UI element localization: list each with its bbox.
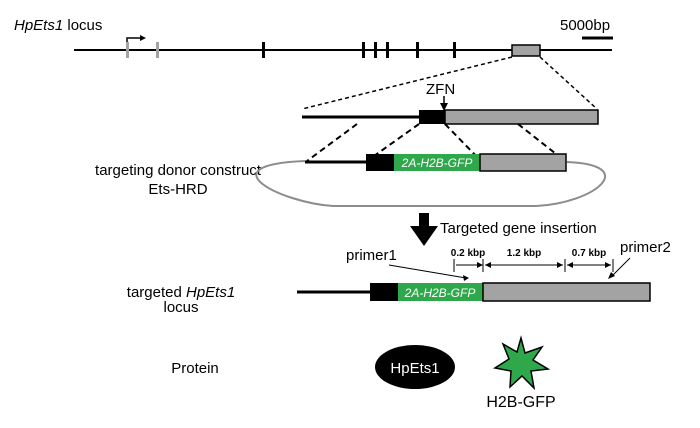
last-exon xyxy=(511,44,541,57)
exon-3 xyxy=(262,42,265,58)
insertion-arrow-icon xyxy=(410,213,438,246)
locus-gene-name: HpEts1 xyxy=(14,17,63,34)
targeted-coding-block xyxy=(370,283,398,301)
zfn-cut-arrow-icon xyxy=(440,96,448,111)
zoom-coding-block xyxy=(419,110,445,124)
donor-coding-block xyxy=(366,154,394,171)
hpets1-protein-oval xyxy=(375,345,455,389)
targeted-insert-label: 2A-H2B-GFP xyxy=(404,286,476,300)
primer2-label: primer2 xyxy=(620,239,671,256)
plasmid-backbone xyxy=(255,160,607,207)
scale-bar-label: 5000bp xyxy=(560,17,610,34)
zfn-label: ZFN xyxy=(426,81,455,98)
locus-title: HpEts1 locus xyxy=(14,17,102,34)
zoom-line-right xyxy=(539,56,598,110)
homology-line-1 xyxy=(306,123,358,162)
primer1-pointer xyxy=(388,264,467,279)
exon-6 xyxy=(386,42,389,58)
zoom-line-left xyxy=(301,56,513,110)
donor-label-line2: Ets-HRD xyxy=(148,181,207,198)
distance-ruler xyxy=(453,259,614,272)
targeted-utr-block xyxy=(482,282,651,302)
primer2-pointer xyxy=(611,257,631,277)
zoom-utr-block xyxy=(444,109,599,125)
tss-arrow-icon xyxy=(126,35,146,50)
locus-title-suffix: locus xyxy=(63,17,102,34)
targeted-label-line2: locus xyxy=(163,299,198,316)
exon-4 xyxy=(362,42,365,58)
h2b-gfp-label: H2B-GFP xyxy=(486,394,555,411)
donor-utr-block xyxy=(479,153,567,172)
donor-gfp-insert xyxy=(394,154,480,171)
hpets1-protein-label: HpEts1 xyxy=(390,360,439,377)
targeted-label-prefix: targeted xyxy=(127,284,186,301)
primer2-arrow-icon xyxy=(608,272,615,279)
insertion-label: Targeted gene insertion xyxy=(440,220,597,237)
exon-1 xyxy=(126,42,129,58)
distance-label-3: 0.7 kbp xyxy=(572,248,606,259)
exon-8 xyxy=(453,42,456,58)
targeted-gfp-insert xyxy=(398,283,483,301)
donor-label-line1: targeting donor construct xyxy=(95,162,262,179)
primer1-arrow-icon xyxy=(463,275,469,281)
targeted-label-gene: HpEts1 xyxy=(186,284,235,301)
locus-exons xyxy=(126,42,541,58)
donor-insert-label: 2A-H2B-GFP xyxy=(401,156,473,170)
exon-2 xyxy=(156,42,159,58)
gfp-star-icon xyxy=(493,335,551,391)
exon-5 xyxy=(374,42,377,58)
primer1-label: primer1 xyxy=(346,247,397,264)
distance-label-2: 1.2 kbp xyxy=(507,248,541,259)
protein-label: Protein xyxy=(171,360,219,377)
distance-label-1: 0.2 kbp xyxy=(451,248,485,259)
exon-7 xyxy=(416,42,419,58)
targeted-label-line1: targeted HpEts1 xyxy=(127,284,235,301)
